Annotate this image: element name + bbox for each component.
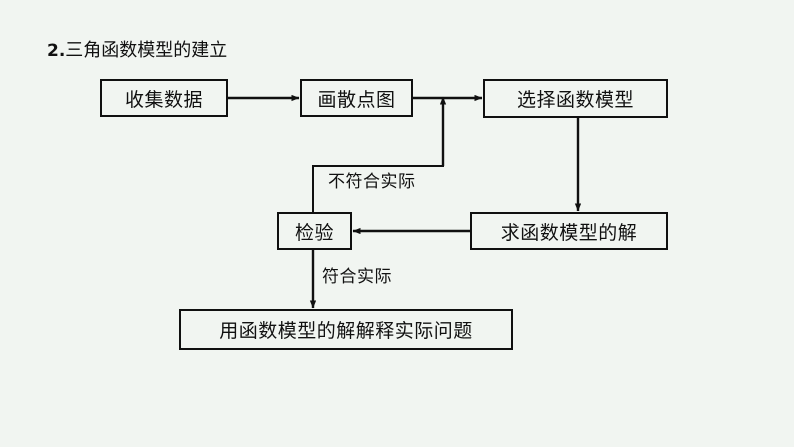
node-collect[interactable]: 收集数据 xyxy=(100,79,228,117)
node-solve-model-label: 求函数模型的解 xyxy=(500,221,638,244)
node-scatter-label: 画散点图 xyxy=(317,88,396,111)
edge-label-match-text: 符合实际 xyxy=(322,267,392,287)
node-solve-model[interactable]: 求函数模型的解 xyxy=(470,212,668,250)
connector-verify-to-choose-riser xyxy=(312,165,314,213)
page-title: 2.三角函数模型的建立 xyxy=(47,36,227,62)
page-title-text: 三角函数模型的建立 xyxy=(65,40,228,61)
node-choose-model[interactable]: 选择函数模型 xyxy=(483,79,668,118)
node-scatter[interactable]: 画散点图 xyxy=(300,79,413,117)
node-verify[interactable]: 检验 xyxy=(277,212,352,250)
edge-label-not-match: 不符合实际 xyxy=(328,167,416,192)
edge-label-not-match-text: 不符合实际 xyxy=(328,172,416,192)
node-interpret-label: 用函数模型的解解释实际问题 xyxy=(219,320,473,342)
edge-label-match: 符合实际 xyxy=(322,262,392,287)
node-interpret[interactable]: 用函数模型的解解释实际问题 xyxy=(179,309,513,350)
node-collect-label: 收集数据 xyxy=(124,88,203,111)
page-title-number: 2. xyxy=(47,41,66,61)
connector-verify-to-choose-horizontal xyxy=(313,165,444,167)
node-choose-model-label: 选择函数模型 xyxy=(516,89,634,111)
node-verify-label: 检验 xyxy=(294,221,334,244)
